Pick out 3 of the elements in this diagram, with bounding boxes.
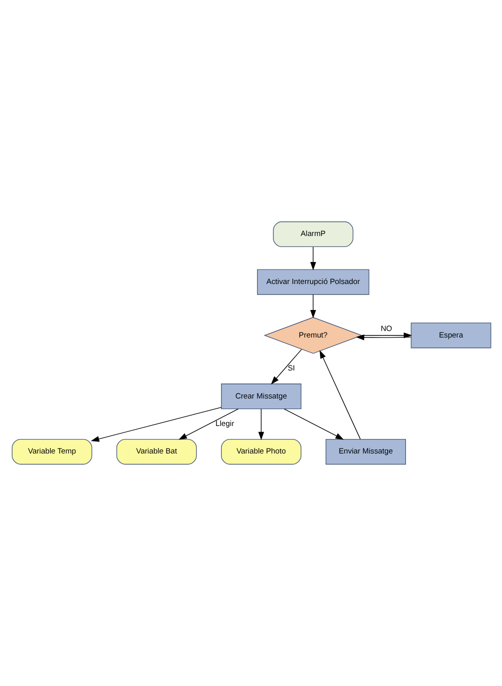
edge-label: SI (287, 364, 294, 373)
edge-label: Llegir (215, 418, 234, 428)
edge-label: NO (380, 324, 392, 334)
